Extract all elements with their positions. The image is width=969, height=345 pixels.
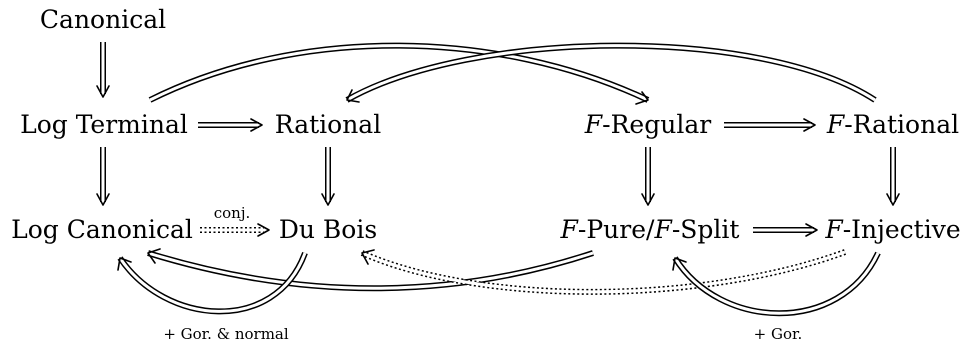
arrow-f-injective-to-du-bois [360,249,847,295]
label-gor-normal: + Gor. & normal [163,325,289,343]
node-canonical: Canonical [40,5,166,34]
node-log-terminal: Log Terminal [20,110,188,139]
node-f-regular: F-Regular [584,110,711,139]
node-rational: Rational [275,110,381,139]
arrow-log-terminal-to-rational [198,118,263,132]
arrow-log-terminal-to-log-canonical [96,147,110,206]
label-gor: + Gor. [754,325,803,343]
arrow-canonical-to-log-terminal [96,42,110,98]
node-f-rational: F-Rational [826,110,959,139]
arrow-f-regular-to-f-pure [641,147,655,206]
arrow-f-rational-to-f-injective [886,147,900,206]
arrow-f-pure-to-f-injective [753,223,818,237]
arrow-log-canonical-to-du-bois-conj [200,223,270,237]
arrow-log-terminal-to-f-regular [148,42,650,105]
node-du-bois: Du Bois [279,215,377,244]
node-log-canonical: Log Canonical [11,215,193,244]
loop-f-injective-to-f-pure [672,251,881,317]
node-f-injective: F-Injective [824,215,960,244]
node-f-pure-f-split: F-Pure/F-Split [560,215,740,244]
arrow-f-regular-to-f-rational [724,118,816,132]
loop-du-bois-to-log-canonical [117,251,308,315]
arrow-rational-to-du-bois [321,147,335,206]
label-conj: conj. [214,204,251,222]
arrow-f-pure-to-log-canonical [147,248,594,292]
arrow-f-rational-to-rational [345,42,877,103]
